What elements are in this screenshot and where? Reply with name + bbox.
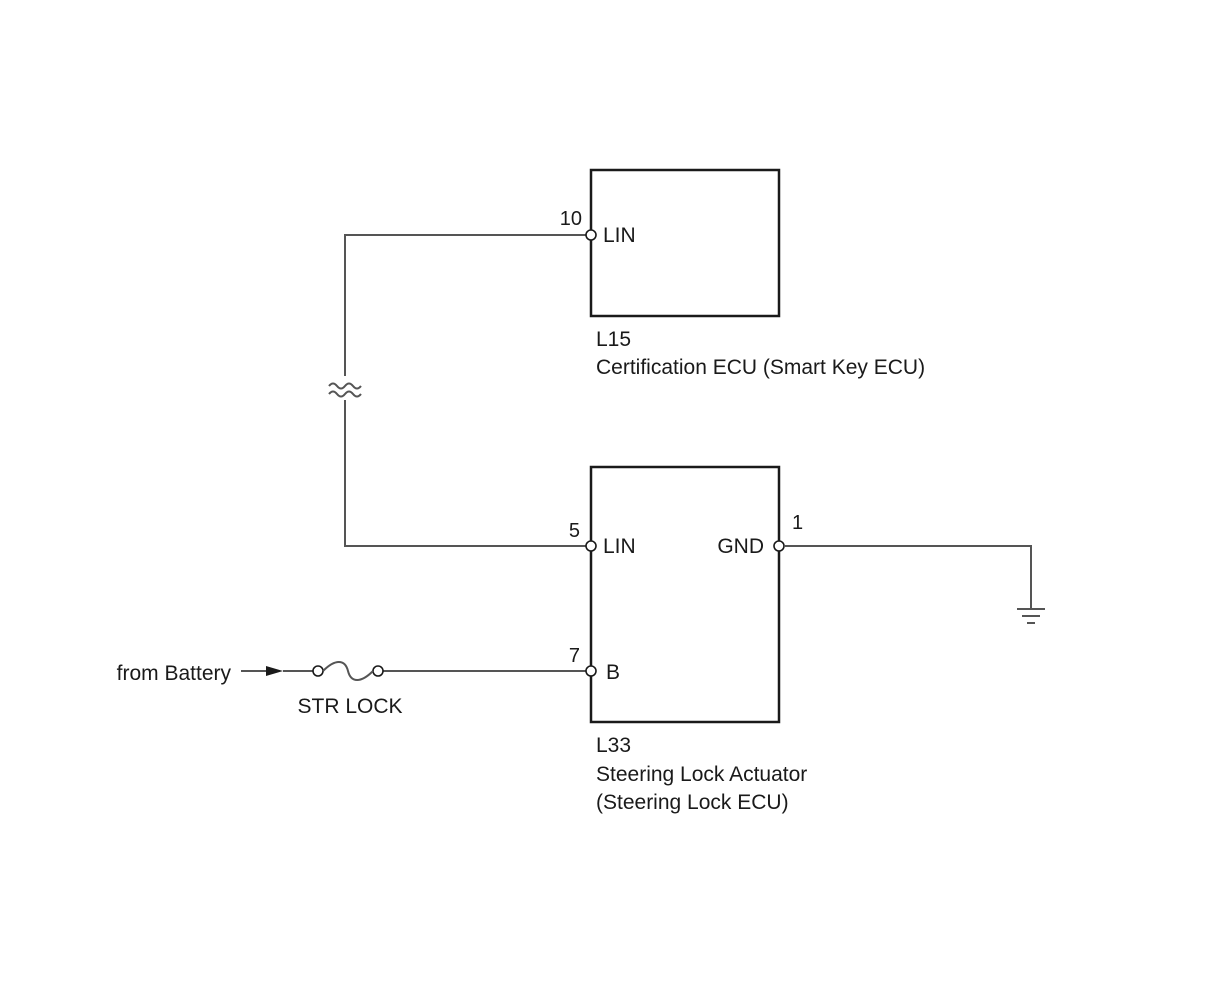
lin-wire-lower (344, 400, 586, 547)
l15-pin-10-number: 10 (560, 208, 582, 230)
fuse-icon (312, 661, 384, 681)
lin-wire-upper (344, 234, 586, 376)
l33-pin-1-terminal (773, 540, 785, 552)
wires (241, 234, 1032, 672)
l33-pin-7-number: 7 (569, 645, 580, 667)
power-source-label: from Battery (117, 662, 232, 685)
l33-pin-7-terminal (585, 665, 597, 677)
arrow-right-icon (266, 666, 283, 676)
l33-name-line1: Steering Lock Actuator (596, 763, 807, 786)
l33-pin-5-terminal (585, 540, 597, 552)
l33-name-line2: (Steering Lock ECU) (596, 791, 789, 814)
l33-pin-1-number: 1 (792, 512, 803, 534)
l33-pin-5-number: 5 (569, 520, 580, 542)
l33-gnd-label: GND (717, 535, 764, 558)
steering-lock-actuator-box (589, 465, 781, 724)
l15-code: L15 (596, 328, 631, 351)
certification-ecu-box (589, 168, 781, 318)
l15-pin-10-terminal (585, 229, 597, 241)
l33-lin-label: LIN (603, 535, 636, 558)
gnd-wire (785, 545, 1032, 608)
l33-code: L33 (596, 734, 631, 757)
wire-break-icon (328, 376, 362, 400)
fuse-label: STR LOCK (297, 695, 402, 718)
ground-symbol-icon (1017, 608, 1045, 624)
l15-name: Certification ECU (Smart Key ECU) (596, 356, 925, 379)
l33-b-label: B (606, 661, 620, 684)
l15-lin-label: LIN (603, 224, 636, 247)
